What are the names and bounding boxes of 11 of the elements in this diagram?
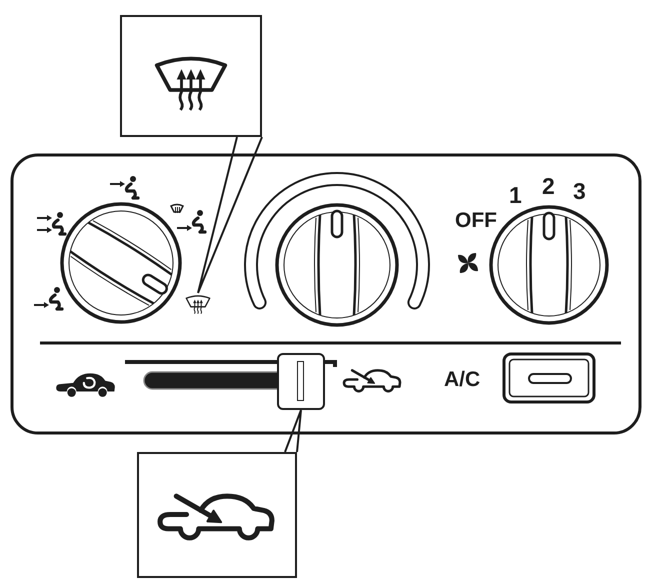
defrost-icon	[185, 293, 211, 314]
leader-line	[197, 136, 263, 294]
speed-number: 3	[573, 180, 586, 203]
ac-label: A/C	[444, 369, 480, 390]
callout-box	[120, 15, 262, 137]
off-label: OFF	[455, 210, 497, 231]
leader-line	[284, 409, 302, 453]
speed-number: 2	[542, 175, 555, 198]
slider-knob	[277, 353, 325, 410]
callout-box	[137, 452, 297, 578]
speed-number: 1	[509, 184, 522, 207]
